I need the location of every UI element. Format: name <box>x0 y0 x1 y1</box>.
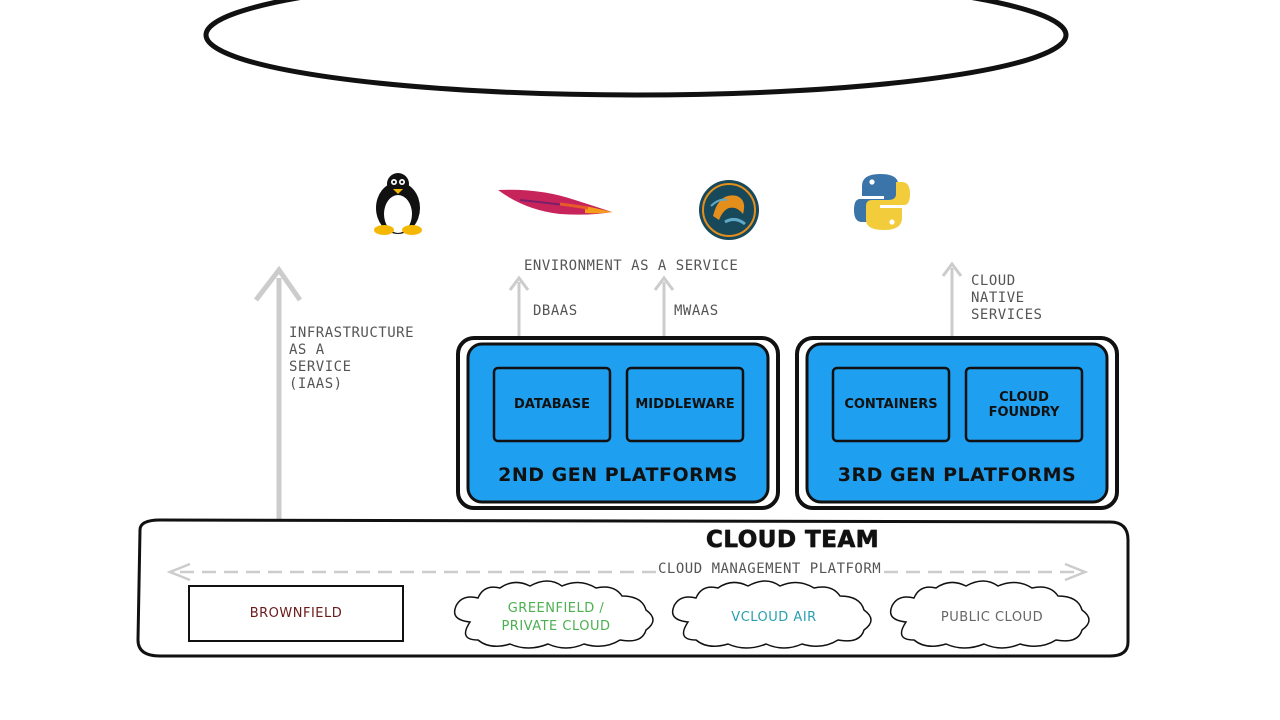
public-cloud-cloud <box>889 580 1090 649</box>
cloud-foundry-box <box>964 366 1084 443</box>
cloud-foundry-label: CLOUD FOUNDRY <box>988 389 1060 420</box>
python-icon <box>854 174 910 230</box>
top-oval <box>203 0 1069 98</box>
vcloud-air-cloud <box>671 580 872 649</box>
middleware-label: MIDDLEWARE <box>635 397 735 412</box>
second-gen-platforms-title: 2ND GEN PLATFORMS <box>498 464 738 486</box>
apache-feather-icon <box>498 189 612 215</box>
mwaas-label: MWAAS <box>674 303 719 319</box>
database-box <box>492 366 612 443</box>
third-gen-platforms-title: 3RD GEN PLATFORMS <box>837 464 1077 486</box>
environment-as-a-service-label: ENVIRONMENT AS A SERVICE <box>524 258 739 274</box>
brownfield-label: BROWNFIELD <box>249 605 343 621</box>
greenfield-cloud <box>453 580 654 649</box>
second-gen-platform-panel <box>456 336 780 510</box>
dbaas-label: DBAAS <box>533 303 578 319</box>
mysql-dolphin-icon <box>699 180 759 240</box>
cloud-native-services-label: CLOUD NATIVE SERVICES <box>971 273 1043 323</box>
public-cloud-label: PUBLIC CLOUD <box>940 610 1044 625</box>
vcloud-air-label: VCLOUD AIR <box>731 610 817 625</box>
greenfield-private-cloud-label: GREENFIELD / PRIVATE CLOUD <box>501 601 611 634</box>
brownfield-box <box>188 585 404 642</box>
middleware-box <box>625 366 745 443</box>
cloud-team-title: CLOUD TEAM <box>706 527 880 554</box>
database-label: DATABASE <box>514 397 590 412</box>
containers-box <box>831 366 951 443</box>
linux-tux-icon <box>374 173 422 235</box>
iaas-label: INFRASTRUCTURE AS A SERVICE (IAAS) <box>289 325 415 392</box>
cloud-management-platform-label: CLOUD MANAGEMENT PLATFORM <box>656 561 884 578</box>
containers-label: CONTAINERS <box>844 397 938 412</box>
third-gen-platform-panel <box>795 336 1119 510</box>
